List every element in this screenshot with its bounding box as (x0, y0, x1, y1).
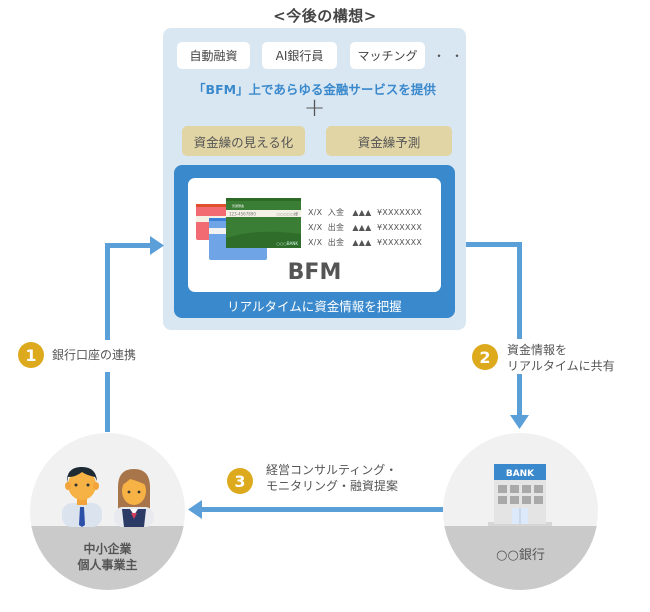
transaction-date: X/X (308, 223, 323, 232)
service-matching: マッチング (350, 42, 425, 69)
diagram-title: <今後の構想> (273, 7, 377, 25)
transaction-row: X/X 入金 ▲▲▲ ¥XXXXXXX (308, 207, 422, 218)
arrow-2-line-lower (517, 374, 522, 416)
arrow-1-line-lower (105, 372, 110, 432)
card-bank-name: ○○○BANK (276, 241, 298, 246)
transaction-amount: ¥XXXXXXX (376, 208, 423, 217)
bank-circle: BANK ○○銀行 (443, 433, 598, 590)
step-3-label: 経営コンサルティング・ モニタリング・融資提案 (266, 462, 398, 494)
arrow-3-line (200, 507, 443, 512)
services-more-ellipsis: ・・ (433, 49, 470, 63)
bank-label: ○○銀行 (496, 548, 545, 563)
services-headline: 「BFM」上であらゆる金融サービスを提供 (193, 82, 436, 97)
card-holder: ○○○○○様 (277, 211, 298, 217)
transaction-row: X/X 出金 ▲▲▲ ¥XXXXXXX (308, 222, 422, 233)
business-label-line: 中小企業 (83, 542, 132, 556)
transaction-amount: ¥XXXXXXX (376, 238, 423, 247)
business-label-line: 個人事業主 (77, 558, 138, 572)
arrow-1-line-upper (105, 243, 110, 340)
transaction-type: 入金 (327, 208, 345, 217)
plus-icon: + (303, 93, 326, 123)
step-3-badge: 3 (227, 468, 253, 494)
feature-cashflow-visualization: 資金繰の見える化 (182, 126, 305, 156)
service-ai-banker: AI銀行員 (262, 42, 337, 69)
business-label: 中小企業 個人事業主 (30, 541, 185, 573)
step-2-label-line: リアルタイムに共有 (507, 359, 615, 373)
step-3-label-line: モニタリング・融資提案 (266, 479, 399, 493)
step-2-label: 資金情報を リアルタイムに共有 (507, 342, 615, 374)
bank-sign: BANK (506, 469, 535, 479)
transaction-date: X/X (308, 238, 323, 247)
transaction-date: X/X (308, 208, 323, 217)
transaction-party: ▲▲▲ (352, 208, 372, 217)
arrow-left-icon (188, 500, 202, 523)
arrow-1-line-horizontal (105, 243, 151, 248)
bank-building-icon: BANK (486, 464, 554, 532)
transaction-party: ▲▲▲ (352, 223, 372, 232)
transaction-type: 出金 (327, 238, 345, 247)
arrow-down-icon (510, 414, 529, 433)
step-2-badge: 2 (472, 344, 498, 370)
card-header: 普通預金 (232, 203, 244, 208)
businesswoman-icon (112, 467, 156, 531)
service-auto-loan: 自動融資 (177, 42, 250, 69)
bfm-caption: リアルタイムに資金情報を把握 (227, 299, 402, 314)
transaction-type: 出金 (327, 223, 345, 232)
arrow-right-icon (150, 236, 164, 259)
bfm-logo-text: BFM (287, 260, 342, 285)
step-3-label-line: 経営コンサルティング・ (266, 463, 398, 477)
ground (30, 526, 185, 590)
business-owner-circle: 中小企業 個人事業主 (30, 433, 185, 590)
transaction-amount: ¥XXXXXXX (376, 223, 423, 232)
arrow-2-line-upper (517, 242, 522, 339)
transaction-row: X/X 出金 ▲▲▲ ¥XXXXXXX (308, 237, 422, 248)
businessman-icon (58, 463, 106, 531)
bank-cards-icon: 普通預金 123-4567890 ○○○○○様 ○○○BANK (196, 198, 308, 262)
step-2-label-line: 資金情報を (507, 343, 568, 357)
card-account-number: 123-4567890 (229, 212, 256, 217)
step-1-label: 銀行口座の連携 (52, 348, 137, 362)
feature-cashflow-forecast: 資金繰予測 (326, 126, 452, 156)
transaction-party: ▲▲▲ (352, 238, 372, 247)
step-1-badge: 1 (18, 342, 44, 368)
arrow-2-line-horizontal (466, 242, 522, 247)
ground (443, 526, 598, 590)
